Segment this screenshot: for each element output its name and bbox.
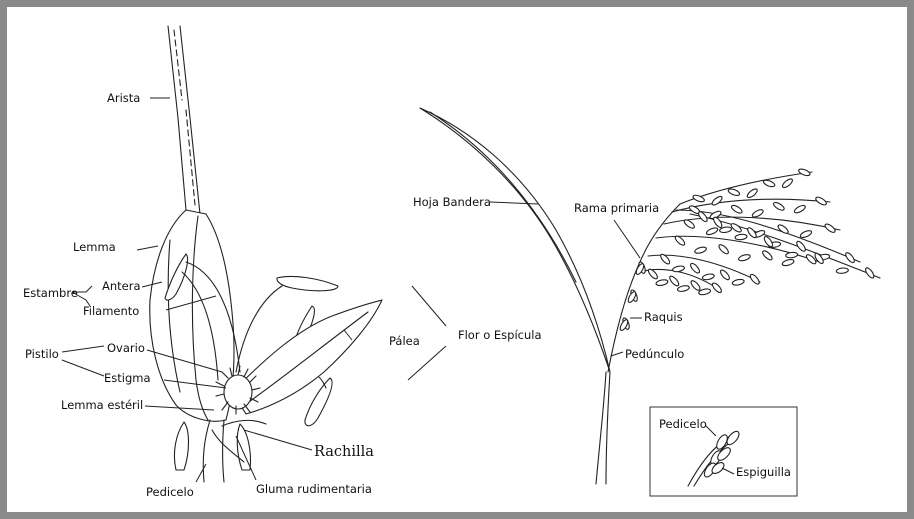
label-pistilo: Pistilo [25, 347, 59, 361]
grain-1-5 [772, 201, 785, 212]
panicle-grains [619, 168, 876, 332]
grain-3-6 [782, 258, 795, 266]
inset-label-espiguilla: Espiguilla [736, 465, 791, 479]
grain-5-2 [735, 234, 748, 241]
label-estambre: Estambre [23, 286, 78, 300]
grain-7-4 [677, 285, 690, 293]
label-gluma-rudimentaria: Gluma rudimentaria [256, 482, 372, 496]
grain-5-1 [712, 216, 723, 229]
ovary-shape [224, 375, 252, 409]
label-lemma: Lemma [73, 240, 116, 254]
grain-6-5 [719, 269, 731, 281]
label-arista: Arista [107, 91, 140, 105]
grain-1-7 [815, 196, 828, 207]
grain-0-2 [711, 195, 724, 207]
grain-3-2 [694, 246, 707, 254]
grain-2-6 [799, 229, 812, 238]
inset-label-pedicelo: Pedicelo [659, 417, 707, 431]
label-filamento: Filamento [83, 304, 139, 318]
grain-0-6 [781, 177, 794, 189]
grain-6-2 [672, 265, 685, 273]
label-pedunculo: Pedúnculo [625, 347, 684, 361]
grain-7-3 [668, 275, 680, 287]
grain-1-3 [730, 204, 743, 215]
grain-2-3 [730, 222, 743, 233]
grain-0-4 [746, 187, 759, 199]
label-antera: Antera [102, 279, 141, 293]
grain-4-7 [844, 251, 856, 264]
pedicel-shape [203, 420, 224, 482]
grain-7-5 [690, 279, 702, 291]
grain-7-7 [711, 282, 723, 294]
grain-6-3 [689, 262, 701, 274]
grain-2-7 [824, 223, 837, 234]
grain-3-4 [738, 253, 751, 261]
label-lemma-esteril: Lemma estéril [61, 398, 143, 412]
label-palea: Pálea [389, 334, 420, 348]
grain-2-5 [777, 223, 790, 234]
grain-0-7 [798, 168, 811, 177]
grain-6-4 [702, 273, 715, 281]
grain-6-7 [749, 273, 761, 285]
label-raquis: Raquis [644, 310, 683, 324]
lemma-shape [150, 210, 234, 421]
label-rachilla: Rachilla [314, 444, 374, 460]
grain-3-3 [718, 243, 730, 255]
grain-0-3 [727, 188, 740, 197]
grain-5-4 [785, 252, 798, 259]
label-ovario: Ovario [107, 341, 145, 355]
grain-0-5 [763, 179, 776, 188]
grain-1-6 [793, 204, 806, 214]
label-flor-o-espicula: Flor o Espícula [458, 328, 542, 342]
label-estigma: Estigma [104, 371, 151, 385]
label-pedicelo: Pedicelo [146, 485, 194, 499]
label-hoja-bandera: Hoja Bandera [413, 195, 491, 209]
grain-5-6 [836, 267, 849, 274]
grain-6-6 [732, 278, 745, 286]
grain-2-2 [706, 227, 719, 236]
grain-7-2 [656, 279, 669, 287]
stem-shape [596, 372, 610, 484]
grain-3-5 [761, 249, 773, 261]
grain-1-4 [751, 208, 764, 218]
label-rama-primaria: Rama primaria [574, 201, 659, 215]
